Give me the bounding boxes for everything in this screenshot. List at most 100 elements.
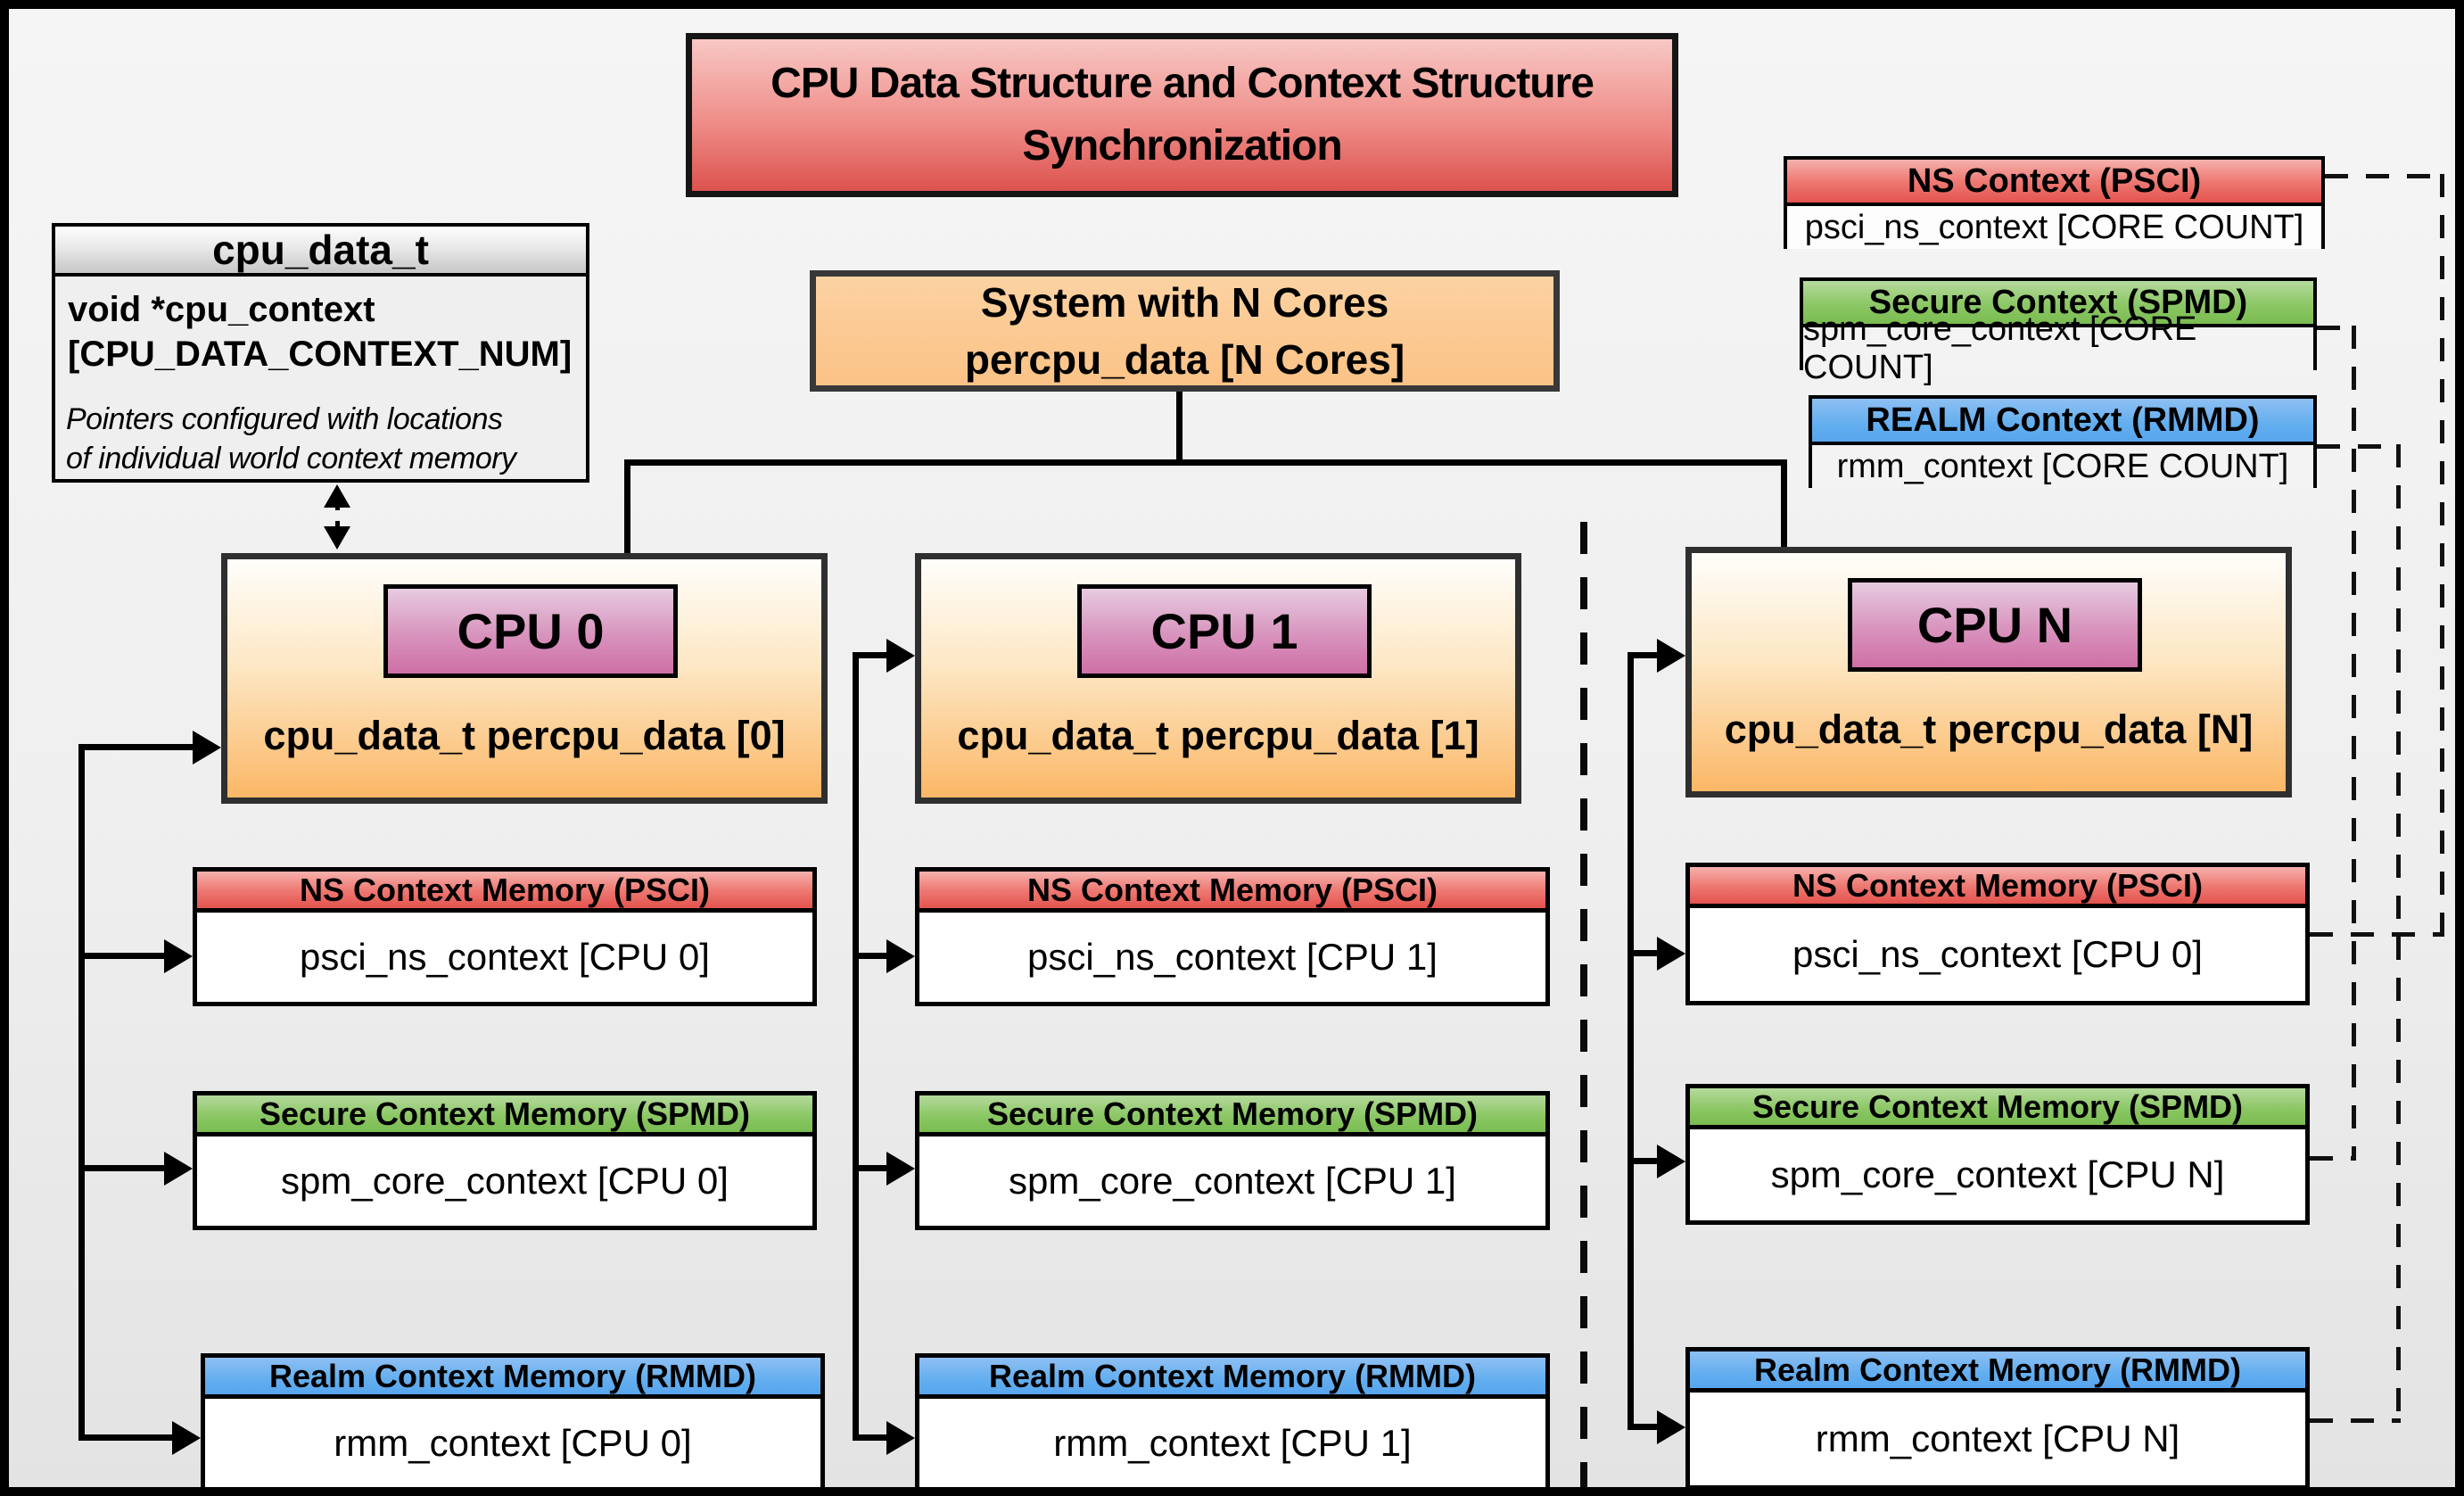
arrow-into-cpuN-secure bbox=[1657, 1145, 1685, 1178]
cpu0-secure-body: spm_core_context [CPU 0] bbox=[197, 1136, 812, 1226]
cpu1-ns-header: NS Context Memory (PSCI) bbox=[919, 872, 1545, 913]
dashed-rmmd-out bbox=[2317, 444, 2401, 449]
arrow-into-cpu1-secure bbox=[886, 1152, 915, 1186]
connector-drop-cpu0 bbox=[624, 459, 630, 556]
legend-realm-header: REALM Context (RMMD) bbox=[1812, 399, 2313, 445]
dashed-psci-out bbox=[2325, 174, 2444, 178]
cpuN-label: CPU N bbox=[1848, 578, 2142, 672]
branch-cpuN-secure bbox=[1628, 1158, 1661, 1164]
system-line2: percpu_data [N Cores] bbox=[964, 336, 1405, 383]
branch-cpu0-realm bbox=[78, 1434, 177, 1441]
cpu1-data: cpu_data_t percpu_data [1] bbox=[957, 713, 1479, 758]
arrow-into-cpu0-box bbox=[193, 731, 221, 765]
connector-system-horizontal bbox=[624, 459, 1787, 466]
branch-cpu0-secure bbox=[78, 1165, 169, 1171]
trunk-cpu1 bbox=[853, 652, 859, 1441]
branch-cpuN-box bbox=[1628, 652, 1661, 658]
cpuN-ns-box: NS Context Memory (PSCI) psci_ns_context… bbox=[1685, 863, 2310, 1005]
cpuN-realm-box: Realm Context Memory (RMMD) rmm_context … bbox=[1685, 1347, 2310, 1487]
dashed-double-arrow-line bbox=[335, 499, 340, 545]
branch-cpu1-ns bbox=[853, 953, 892, 959]
legend-secure-body: spm_core_context [CORE COUNT] bbox=[1803, 310, 2313, 386]
trunk-cpu0 bbox=[78, 744, 85, 1441]
dashed-rmmd-into-realm bbox=[2310, 1418, 2401, 1423]
trunk-cpuN bbox=[1628, 652, 1634, 1427]
note-line2: of individual world context memory bbox=[66, 442, 516, 476]
branch-cpu1-secure bbox=[853, 1165, 892, 1171]
legend-realm-body: rmm_context [CORE COUNT] bbox=[1812, 445, 2313, 488]
cpuN-box: CPU N cpu_data_t percpu_data [N] bbox=[1685, 547, 2292, 798]
legend-ns-body: psci_ns_context [CORE COUNT] bbox=[1787, 206, 2321, 249]
dashed-rmmd-down bbox=[2396, 444, 2401, 1423]
cpuN-secure-box: Secure Context Memory (SPMD) spm_core_co… bbox=[1685, 1084, 2310, 1225]
cpu0-realm-body: rmm_context [CPU 0] bbox=[205, 1399, 820, 1487]
cpu-data-t-box: cpu_data_t void *cpu_context [CPU_DATA_C… bbox=[52, 223, 589, 483]
system-box: System with N Cores percpu_data [N Cores… bbox=[810, 270, 1560, 392]
arrow-down-to-cpu0 bbox=[324, 526, 350, 550]
cpu1-ns-body: psci_ns_context [CPU 1] bbox=[919, 913, 1545, 1002]
legend-ns-context: NS Context (PSCI) psci_ns_context [CORE … bbox=[1784, 156, 2325, 249]
cpu1-realm-header: Realm Context Memory (RMMD) bbox=[919, 1358, 1545, 1399]
cpuN-ns-header: NS Context Memory (PSCI) bbox=[1690, 867, 2305, 908]
title-line1: CPU Data Structure and Context Structure bbox=[771, 60, 1595, 108]
arrow-into-cpuN-box bbox=[1657, 639, 1685, 673]
cpuN-data: cpu_data_t percpu_data [N] bbox=[1724, 707, 2254, 752]
cpu0-secure-box: Secure Context Memory (SPMD) spm_core_co… bbox=[193, 1091, 817, 1230]
branch-cpuN-ns bbox=[1628, 950, 1661, 956]
legend-ns-header: NS Context (PSCI) bbox=[1787, 160, 2321, 206]
cpu0-secure-header: Secure Context Memory (SPMD) bbox=[197, 1095, 812, 1136]
arrow-up-to-cpu-data-t bbox=[324, 484, 350, 508]
cpuN-secure-body: spm_core_context [CPU N] bbox=[1690, 1129, 2305, 1220]
cpu1-box: CPU 1 cpu_data_t percpu_data [1] bbox=[915, 553, 1521, 804]
cpu0-realm-header: Realm Context Memory (RMMD) bbox=[205, 1358, 820, 1399]
cpu1-ns-box: NS Context Memory (PSCI) psci_ns_context… bbox=[915, 867, 1550, 1006]
field-line1: void *cpu_context bbox=[68, 290, 375, 329]
cpu1-secure-box: Secure Context Memory (SPMD) spm_core_co… bbox=[915, 1091, 1550, 1230]
note-line1: Pointers configured with locations bbox=[66, 402, 503, 436]
arrow-into-cpuN-ns bbox=[1657, 937, 1685, 971]
dashed-spmd-down bbox=[2352, 326, 2356, 1161]
legend-secure-context: Secure Context (SPMD) spm_core_context [… bbox=[1800, 277, 2317, 386]
cpu1-realm-body: rmm_context [CPU 1] bbox=[919, 1399, 1545, 1487]
cpuN-secure-header: Secure Context Memory (SPMD) bbox=[1690, 1088, 2305, 1129]
dashed-spmd-out bbox=[2317, 326, 2356, 330]
system-line1: System with N Cores bbox=[980, 278, 1389, 326]
cpu-data-t-note: Pointers configured with locations of in… bbox=[55, 376, 586, 478]
dashed-psci-into-ns bbox=[2310, 932, 2444, 937]
branch-cpu0-box bbox=[78, 744, 198, 750]
dashed-separator bbox=[1580, 522, 1587, 1487]
branch-cpu1-box bbox=[853, 652, 892, 658]
cpu0-data: cpu_data_t percpu_data [0] bbox=[263, 713, 786, 758]
cpu-data-t-header: cpu_data_t bbox=[55, 227, 586, 277]
branch-cpuN-realm bbox=[1628, 1424, 1661, 1430]
cpu-data-t-field: void *cpu_context [CPU_DATA_CONTEXT_NUM] bbox=[55, 277, 586, 376]
title-box: CPU Data Structure and Context Structure… bbox=[686, 33, 1678, 197]
cpuN-realm-body: rmm_context [CPU N] bbox=[1690, 1393, 2305, 1485]
cpu0-ns-body: psci_ns_context [CPU 0] bbox=[197, 913, 812, 1002]
title-line2: Synchronization bbox=[1022, 122, 1342, 169]
arrow-into-cpu0-ns bbox=[164, 939, 193, 973]
field-line2: [CPU_DATA_CONTEXT_NUM] bbox=[68, 335, 573, 374]
arrow-into-cpu1-ns bbox=[886, 939, 915, 973]
connector-system-stem bbox=[1176, 392, 1183, 466]
cpu0-realm-box: Realm Context Memory (RMMD) rmm_context … bbox=[201, 1353, 825, 1487]
branch-cpu1-realm bbox=[853, 1434, 892, 1441]
cpuN-realm-header: Realm Context Memory (RMMD) bbox=[1690, 1351, 2305, 1393]
arrow-into-cpu1-box bbox=[886, 639, 915, 673]
legend-secure-header: Secure Context (SPMD) bbox=[1803, 281, 2313, 327]
cpu1-secure-header: Secure Context Memory (SPMD) bbox=[919, 1095, 1545, 1136]
dashed-psci-down bbox=[2440, 174, 2444, 937]
cpu1-realm-box: Realm Context Memory (RMMD) rmm_context … bbox=[915, 1353, 1550, 1487]
branch-cpu0-ns bbox=[78, 953, 169, 959]
legend-realm-context: REALM Context (RMMD) rmm_context [CORE C… bbox=[1809, 395, 2317, 488]
cpu0-label: CPU 0 bbox=[383, 584, 678, 678]
connector-drop-cpuN bbox=[1781, 459, 1787, 550]
arrow-into-cpuN-realm bbox=[1657, 1410, 1685, 1444]
cpu0-box: CPU 0 cpu_data_t percpu_data [0] bbox=[221, 553, 828, 804]
arrow-into-cpu0-secure bbox=[164, 1152, 193, 1186]
dashed-spmd-into-secure bbox=[2310, 1156, 2356, 1161]
cpu1-label: CPU 1 bbox=[1077, 584, 1372, 678]
cpu0-ns-header: NS Context Memory (PSCI) bbox=[197, 872, 812, 913]
cpu1-secure-body: spm_core_context [CPU 1] bbox=[919, 1136, 1545, 1226]
arrow-into-cpu1-realm bbox=[886, 1421, 915, 1455]
